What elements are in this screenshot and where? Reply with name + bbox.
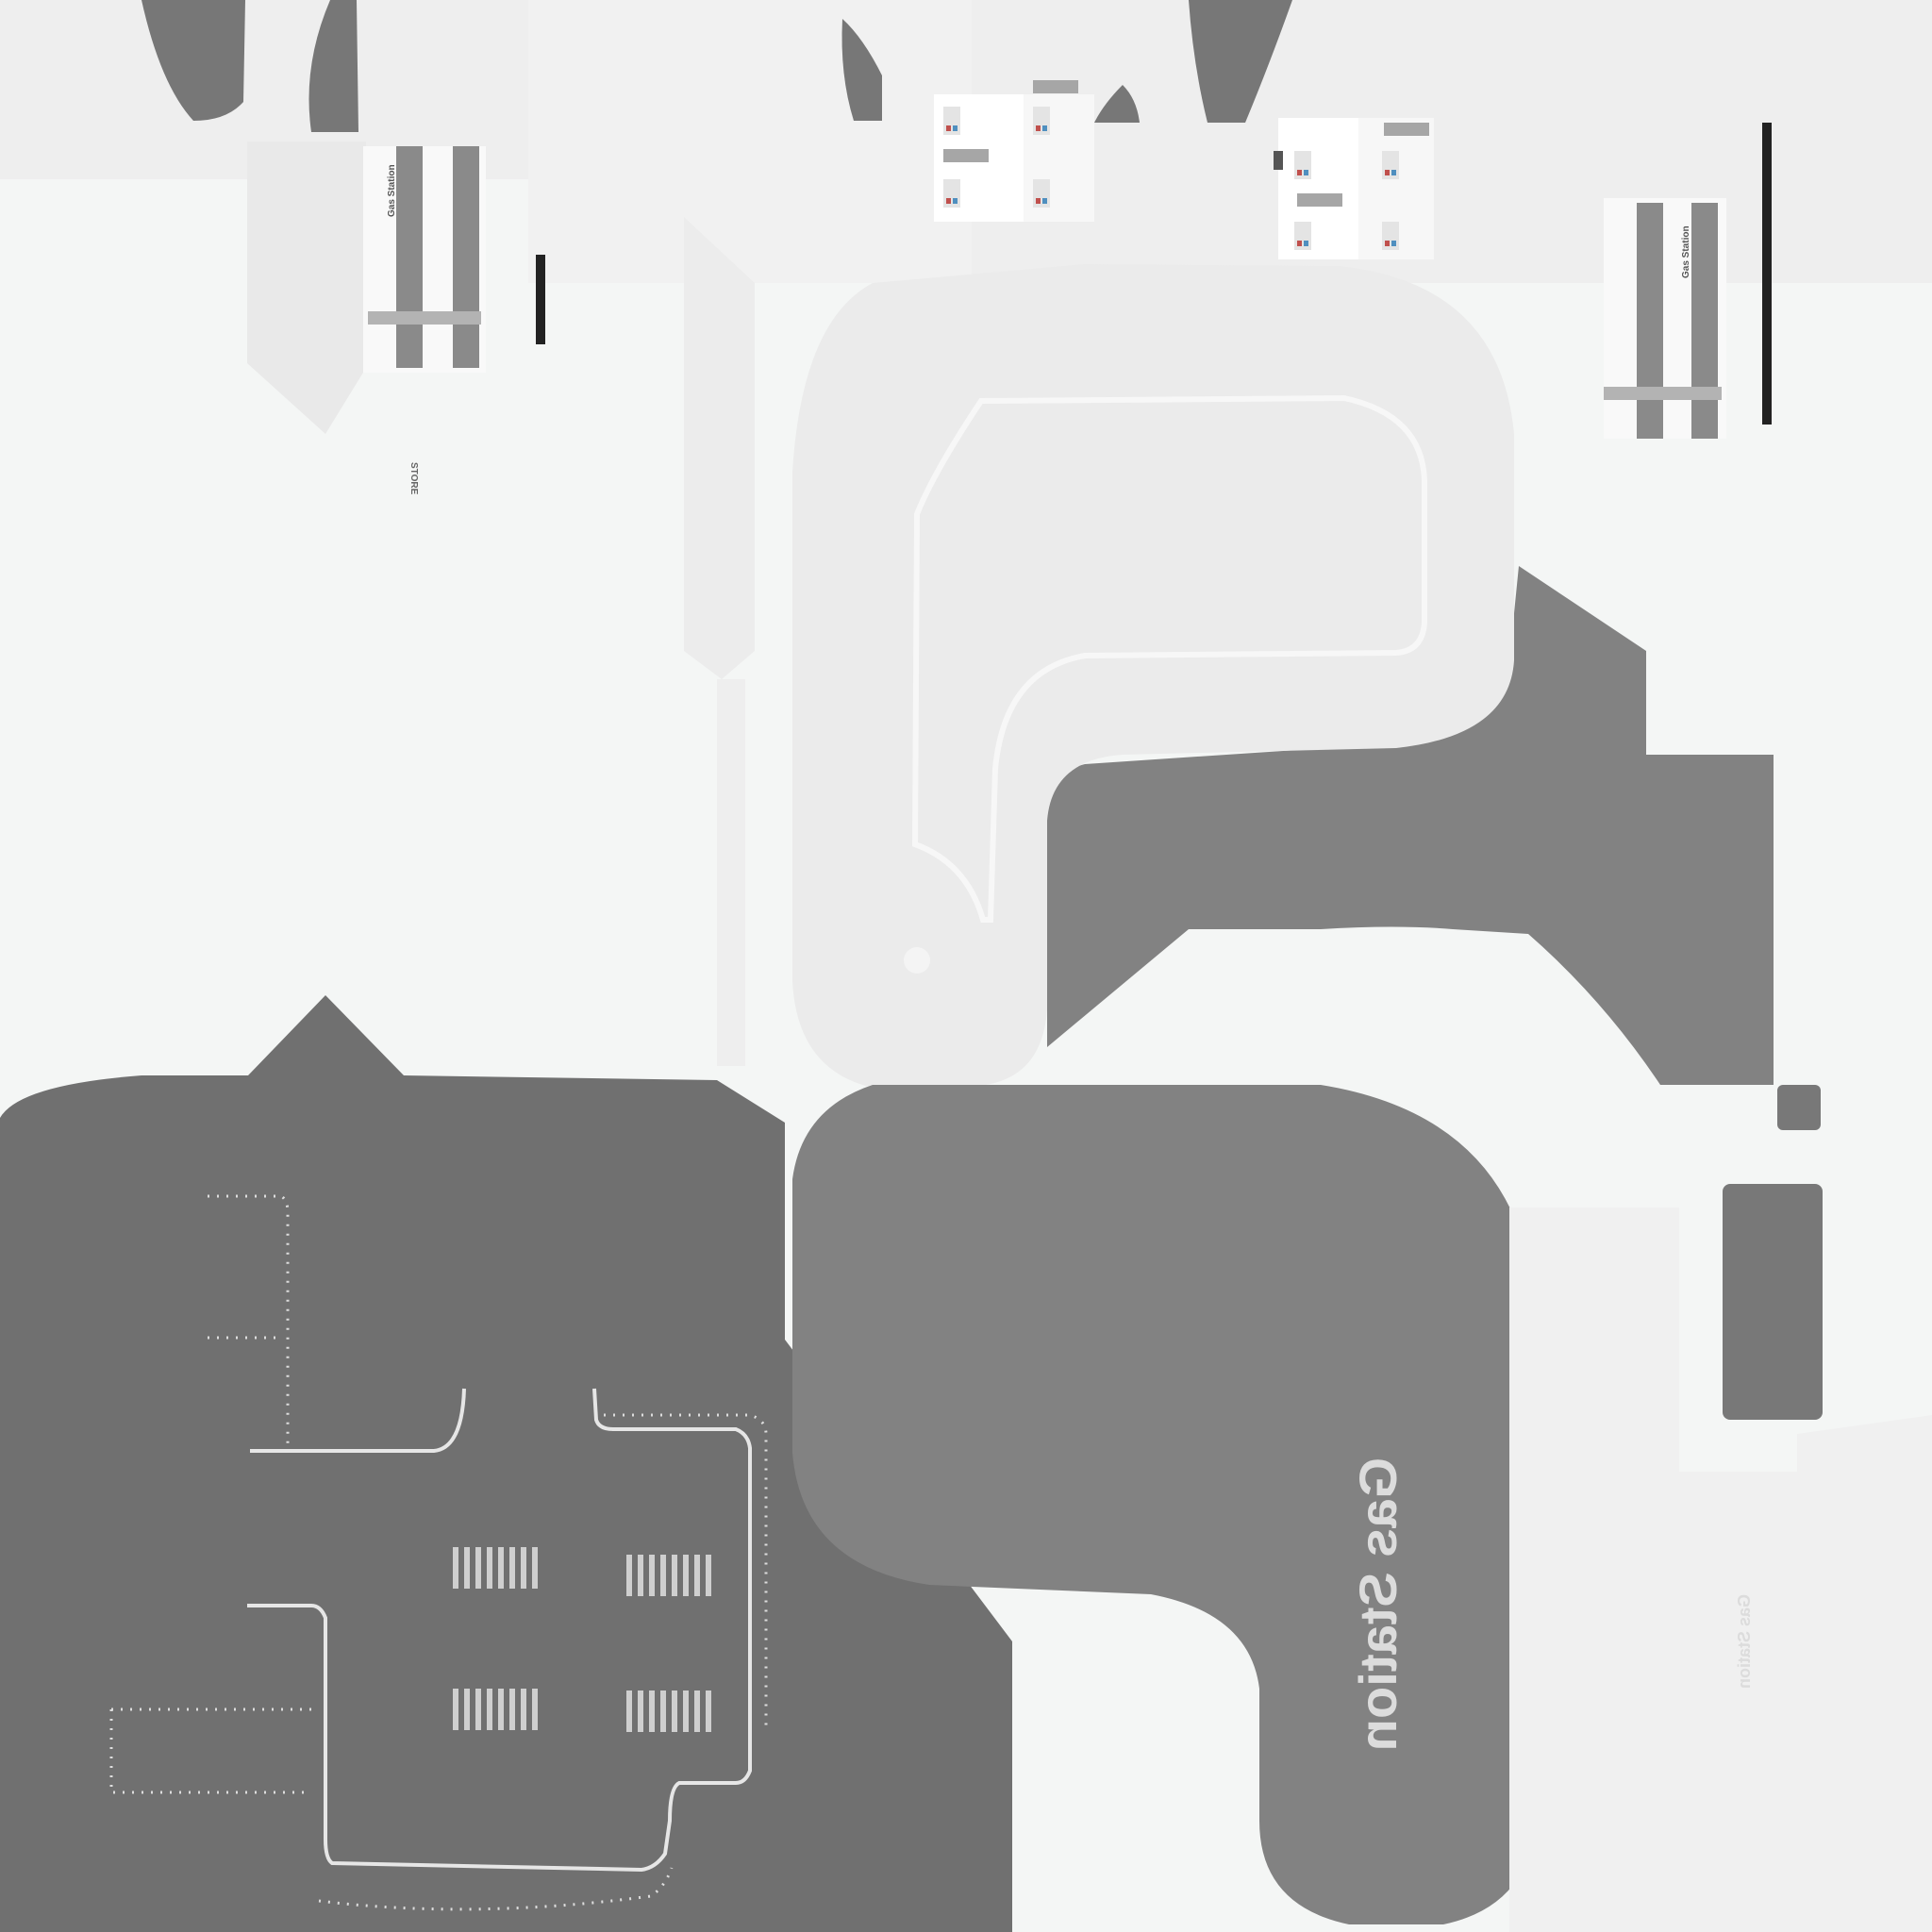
canopy-stripe-right-1 [1637,203,1663,439]
canopy-label-right: Gas Station [1681,225,1691,278]
pad-inner-outline [911,394,1427,923]
black-edge-left [536,255,545,344]
awning-4 [1094,85,1140,123]
curb-line [250,1388,466,1453]
slab-mid [528,0,972,283]
awning-3 [841,19,882,121]
store-label-mirrored: STORE [408,462,419,495]
black-edge-right [1762,123,1772,425]
awning-1 [142,0,245,121]
canopy-stripe-left-1 [396,146,423,368]
crosswalk-block [626,1690,711,1732]
sign-bar [1384,123,1429,136]
pad-lettering-small: Gas Station [1735,1594,1754,1689]
canopy-stripe-right-2 [1691,203,1718,439]
pump-signs-right [1274,118,1434,259]
dark-post-segment [1723,1184,1823,1420]
pad-dot [904,947,930,974]
dark-post-cap [1777,1085,1821,1130]
crosswalk-block [453,1547,538,1589]
concrete-pad-upper [792,264,1514,1090]
parking-lot-dark [0,995,1012,1932]
canopy-stripe-left-2 [453,146,479,368]
pad-lettering-large: Gas Station [1348,1457,1407,1751]
curb-line [247,1388,752,1873]
center-shapes [792,264,1774,1090]
crosswalk-block [626,1555,711,1596]
sign-bar [1297,193,1342,207]
hazard-strip-right [1604,387,1722,400]
pale-column-left-mid [717,679,745,1066]
right-lower-concrete: Gas Station [1509,1085,1932,1932]
crosswalk-block [453,1689,538,1730]
pump-signs-mid [934,80,1094,222]
top-strip: Gas Station Ga [0,0,1932,679]
awning-2 [308,0,358,132]
slab-right [972,0,1932,283]
asphalt-pad-lower: Gas Station [792,1085,1538,1924]
sign-bar [1033,80,1078,93]
dotted-line [318,1867,674,1911]
awning-5 [1189,0,1292,123]
canopy-label-left: Gas Station [387,164,397,217]
right-dark-backing [1047,566,1774,1085]
sign-bar [943,149,989,162]
tapered-column-mid [684,217,755,679]
tapered-column-left [247,142,366,434]
hazard-strip-left [368,311,481,325]
